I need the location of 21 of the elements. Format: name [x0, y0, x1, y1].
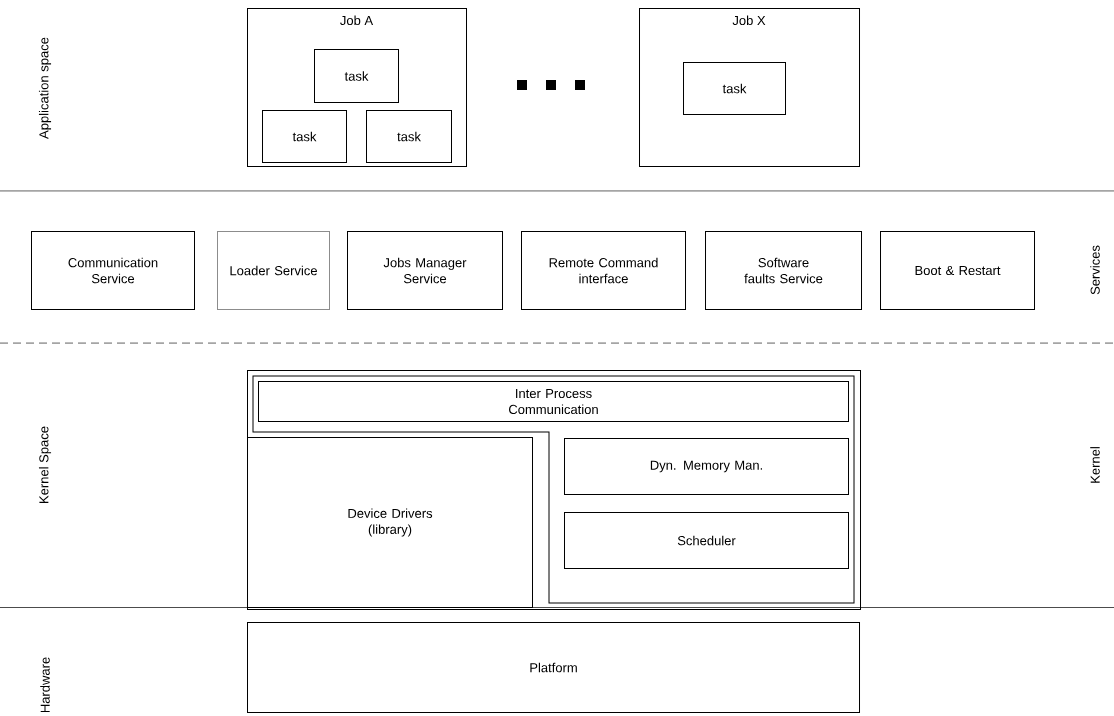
component-box: task	[262, 110, 347, 163]
component-box: task	[683, 62, 786, 115]
component-box: Jobs Manager Service	[347, 231, 503, 310]
component-box: Dyn. Memory Man.	[564, 438, 849, 495]
component-box: Boot & Restart	[880, 231, 1035, 310]
layer-label: Kernel	[1090, 447, 1100, 483]
kernel-box	[247, 370, 861, 610]
component-box: Software faults Service	[705, 231, 862, 310]
platform-box: Platform	[247, 622, 860, 713]
layer-label: Services	[1090, 245, 1100, 295]
layer-label: Hardware	[40, 657, 50, 713]
component-box: Device Drivers (library)	[247, 437, 533, 608]
component-box: task	[366, 110, 452, 163]
component-box: Scheduler	[564, 512, 849, 569]
layer-label: Kernel Space	[38, 426, 52, 503]
component-box: Inter Process Communication	[258, 381, 849, 422]
layer-label: Application space	[38, 37, 52, 139]
component-box: task	[314, 49, 399, 103]
component-box: Remote Command interface	[521, 231, 686, 310]
component-box: Communication Service	[31, 231, 195, 310]
component-box: Loader Service	[217, 231, 330, 310]
